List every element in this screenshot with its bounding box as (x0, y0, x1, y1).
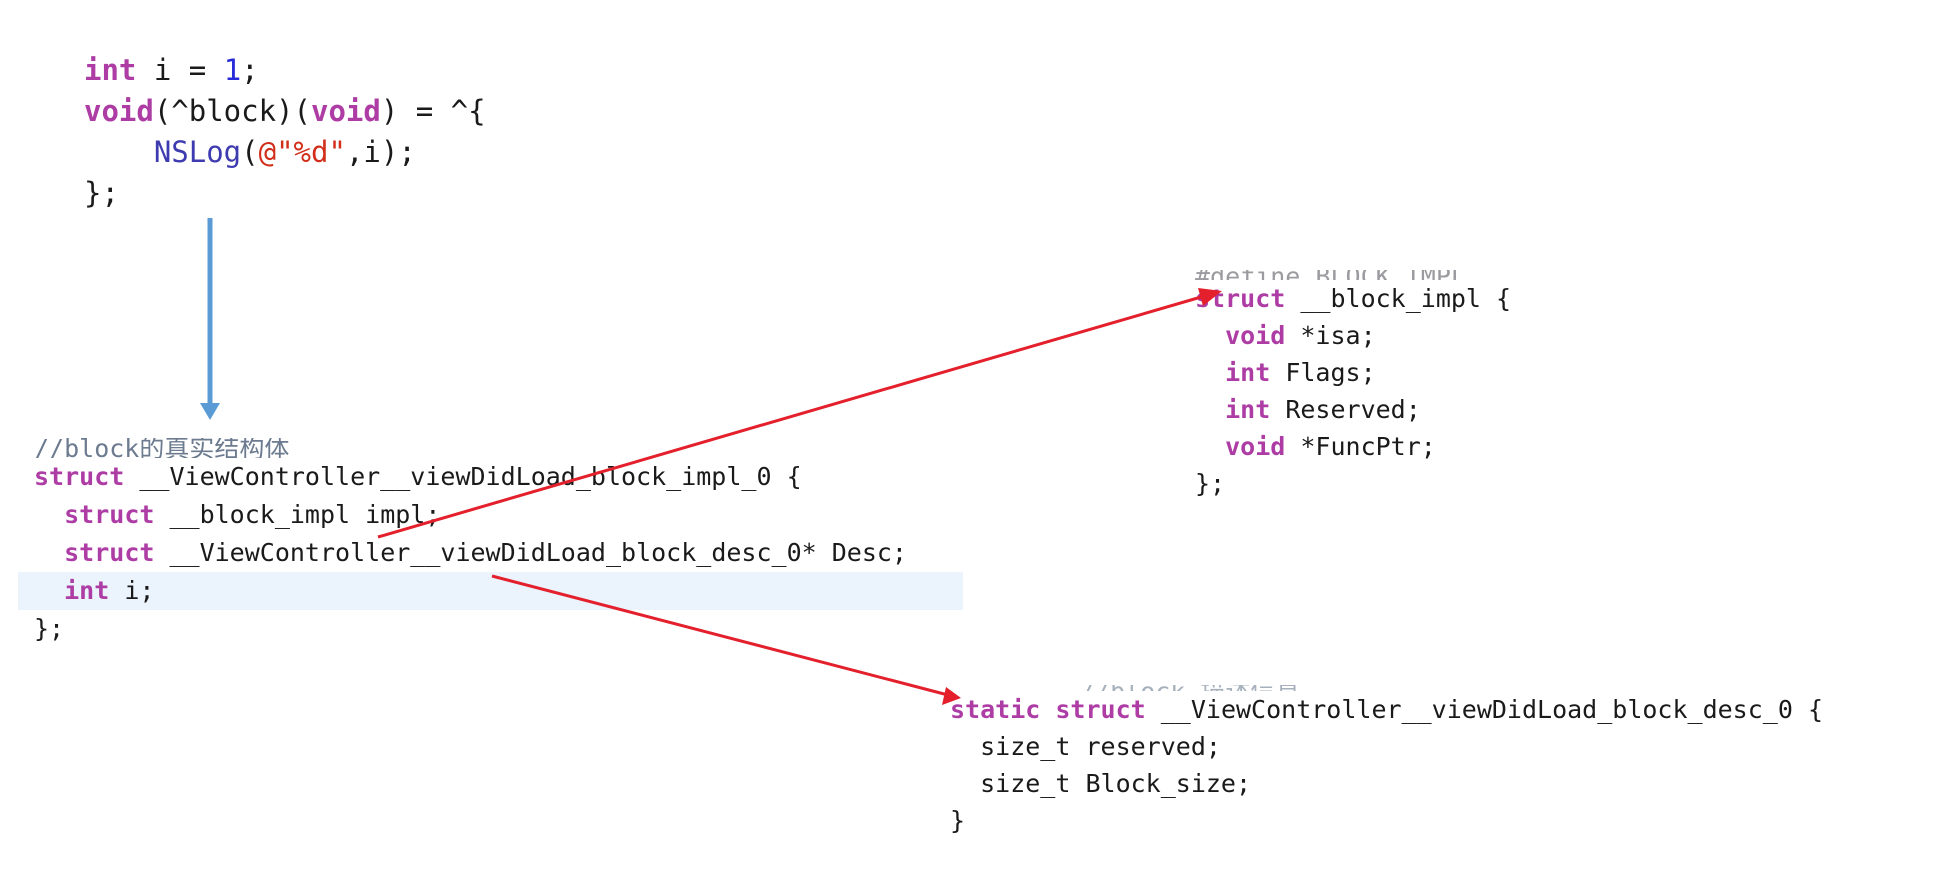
code-line-flags: int Flags; (1195, 354, 1511, 391)
code-text: Flags; (1270, 358, 1376, 387)
code-text: *isa; (1285, 321, 1376, 350)
code-line-block-decl: void(^block)(void) = ^{ (84, 91, 486, 132)
code-text: (^block)( (153, 94, 311, 128)
code-line-int-member-highlighted: int i; (18, 572, 963, 610)
code-line-int-decl: int i = 1; (84, 50, 486, 91)
code-comment-clipped: //block 描述信息 (950, 685, 1823, 691)
source-code-snippet: int i = 1; void(^block)(void) = ^{ NSLog… (84, 50, 486, 214)
block-impl-struct: #define BLOCK_IMPL struct __block_impl {… (1195, 270, 1511, 502)
code-line-desc-member: struct __ViewController__viewDidLoad_blo… (18, 534, 963, 572)
keyword-struct: struct (64, 500, 155, 529)
indent (34, 500, 64, 529)
block-impl-0-struct: //block的真实结构体 struct __ViewController__v… (18, 438, 963, 648)
code-text: __ViewController__viewDidLoad_block_impl… (124, 462, 802, 491)
code-line-nslog: NSLog(@"%d",i); (84, 132, 486, 173)
indent (84, 135, 154, 169)
keyword-void: void (84, 94, 154, 128)
keyword-struct: struct (34, 462, 125, 491)
code-line-struct-head: static struct __ViewController__viewDidL… (950, 691, 1823, 728)
indent (34, 576, 64, 605)
code-define-clipped: #define BLOCK_IMPL (1195, 270, 1511, 280)
code-text: i = (136, 53, 224, 87)
code-text: ; (241, 53, 259, 87)
keyword-void: void (1225, 432, 1286, 461)
keyword-struct: struct (1195, 284, 1286, 313)
code-line-reserved: size_t reserved; (950, 732, 1221, 761)
code-line-reserved: int Reserved; (1195, 391, 1511, 428)
code-line-block-size: size_t Block_size; (950, 769, 1252, 798)
code-line-struct-head: struct __block_impl { (1195, 280, 1511, 317)
indent (1195, 321, 1225, 350)
indent (34, 538, 64, 567)
keyword-static: static (950, 695, 1041, 724)
indent (1195, 358, 1225, 387)
code-text: __block_impl impl; (154, 500, 441, 529)
keyword-int: int (1225, 358, 1271, 387)
code-line-funcptr: void *FuncPtr; (1195, 428, 1511, 465)
keyword-struct: struct (1055, 695, 1146, 724)
code-line-isa: void *isa; (1195, 317, 1511, 354)
code-text: Reserved; (1270, 395, 1421, 424)
code-text: __block_impl { (1285, 284, 1512, 313)
function-nslog: NSLog (153, 135, 242, 169)
number-literal: 1 (223, 53, 242, 87)
down-arrow (200, 218, 220, 420)
code-line-impl-member: struct __block_impl impl; (18, 496, 963, 534)
code-text: i; (109, 576, 155, 605)
code-text: ( (241, 135, 259, 169)
code-line-struct-close: } (950, 806, 966, 835)
code-line-struct-close: }; (34, 614, 65, 643)
code-line-struct-head: struct __ViewController__viewDidLoad_blo… (18, 458, 963, 496)
keyword-int: int (64, 576, 110, 605)
string-literal: @"%d" (258, 135, 346, 169)
block-desc-0-struct: //block 描述信息 static struct __ViewControl… (950, 685, 1823, 839)
code-text: ,i); (345, 135, 416, 169)
code-text: __ViewController__viewDidLoad_block_desc… (1145, 695, 1823, 724)
indent (1195, 432, 1225, 461)
code-text: ) = ^{ (380, 94, 486, 128)
indent (1195, 395, 1225, 424)
keyword-void: void (1225, 321, 1286, 350)
keyword-int: int (84, 53, 137, 87)
code-text: *FuncPtr; (1285, 432, 1436, 461)
code-text: __ViewController__viewDidLoad_block_desc… (154, 538, 907, 567)
keyword-struct: struct (64, 538, 155, 567)
code-text (1040, 695, 1055, 724)
code-comment-clipped: //block的真实结构体 (34, 438, 290, 458)
keyword-void: void (310, 94, 381, 128)
keyword-int: int (1225, 395, 1271, 424)
code-line-struct-close: }; (1195, 469, 1226, 498)
code-line-close: }; (84, 176, 119, 210)
